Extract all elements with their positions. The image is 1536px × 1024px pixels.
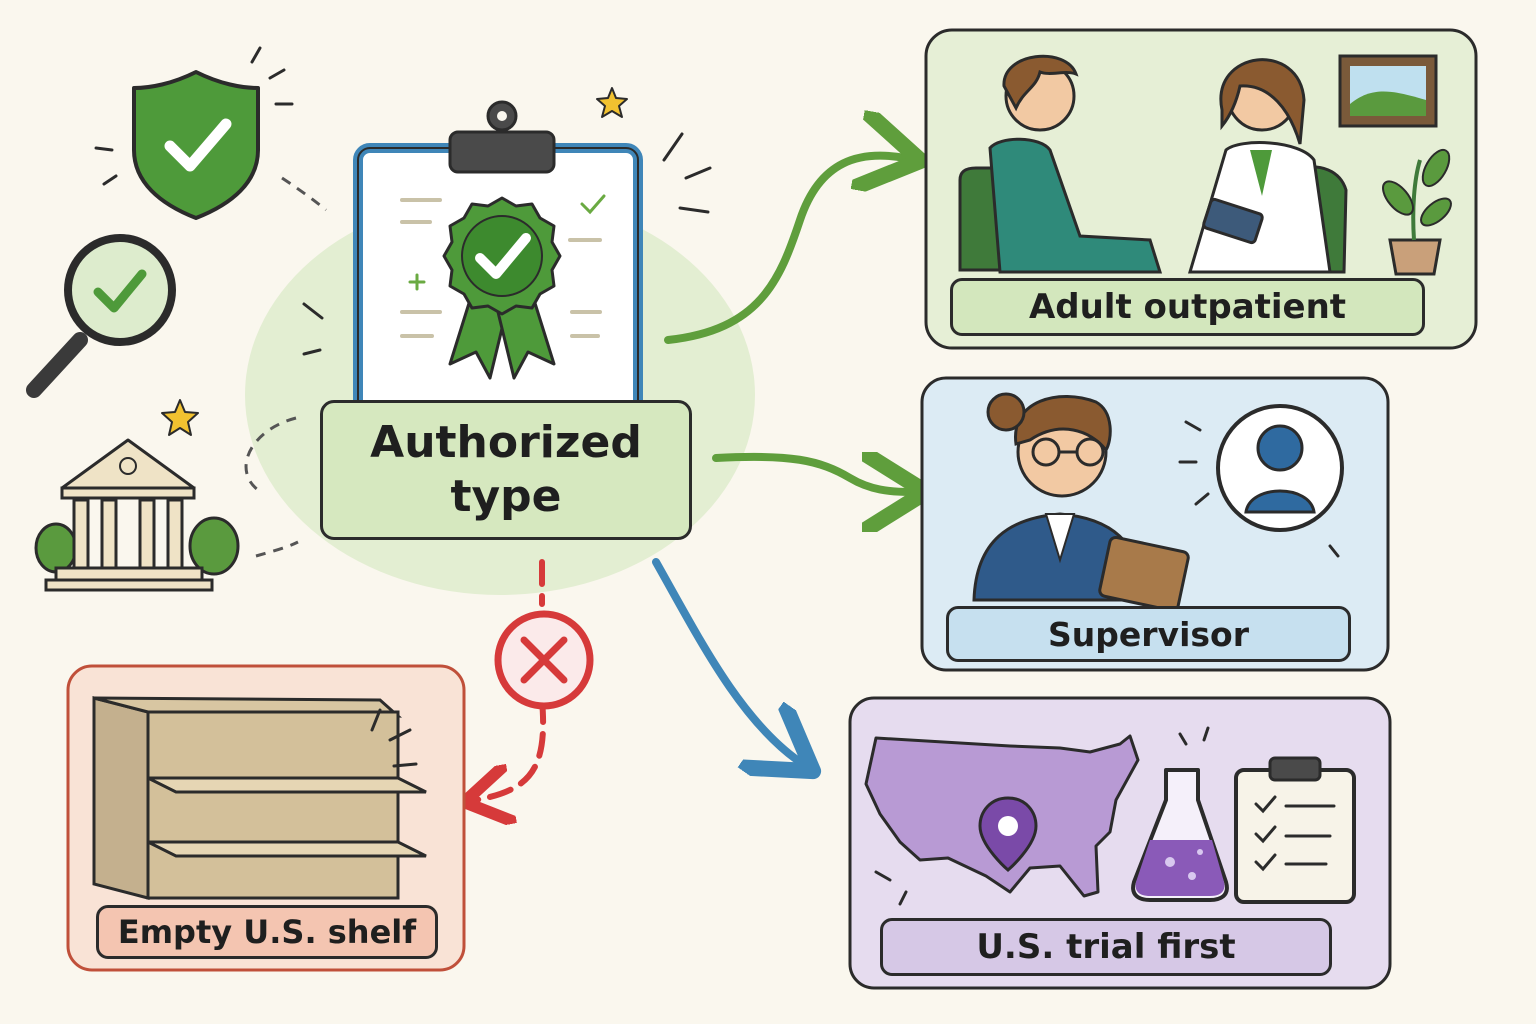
arrow-to-supervisor: [712, 457, 910, 492]
arrow-to-shelf: [476, 559, 547, 800]
panel-empty-shelf: [66, 664, 466, 972]
authorized-type-label: Authorized type: [320, 400, 692, 540]
us-trial-first-label: U.S. trial first: [880, 918, 1332, 976]
courthouse-icon: [34, 399, 240, 592]
magnifier-check-icon: [26, 234, 176, 398]
x-circle-icon: [494, 610, 594, 710]
arrow-to-adult: [664, 156, 905, 344]
panel-supervisor: [920, 376, 1390, 672]
empty-us-shelf-label: Empty U.S. shelf: [96, 905, 438, 959]
panel-adult-outpatient: [924, 28, 1478, 350]
ribbon-award-icon: [442, 196, 562, 380]
supervisor-label: Supervisor: [946, 606, 1351, 662]
panel-us-trial: [848, 696, 1392, 990]
shield-check-icon: [94, 46, 294, 220]
arrow-to-trial: [652, 558, 800, 762]
adult-outpatient-label: Adult outpatient: [950, 278, 1425, 336]
